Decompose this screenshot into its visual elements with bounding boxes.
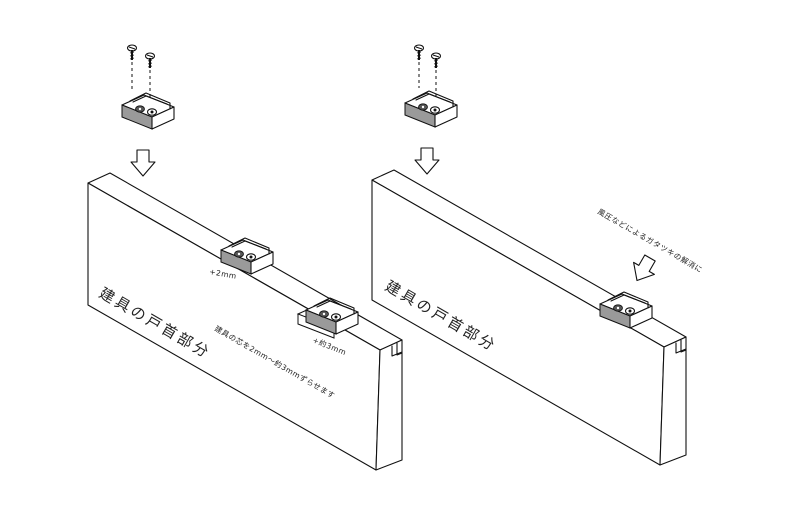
right-panel: 建具の戸首部分 風圧などによるガタツキの解消に (371, 44, 705, 466)
left-bracket-floating (121, 92, 175, 130)
right-angled-arrow (626, 251, 661, 288)
right-screw-1 (413, 44, 425, 88)
left-screw-2 (144, 52, 156, 98)
right-bracket-floating (404, 90, 458, 128)
left-screw-1 (126, 44, 138, 90)
right-down-arrow (414, 147, 440, 175)
left-bracket-shifted (296, 297, 359, 339)
left-panel: 建具の戸首部分 建具の芯を2mm～約3mmずらせます +2mm +約3mm (87, 44, 403, 471)
left-down-arrow (130, 149, 156, 177)
right-screw-2 (430, 52, 442, 96)
